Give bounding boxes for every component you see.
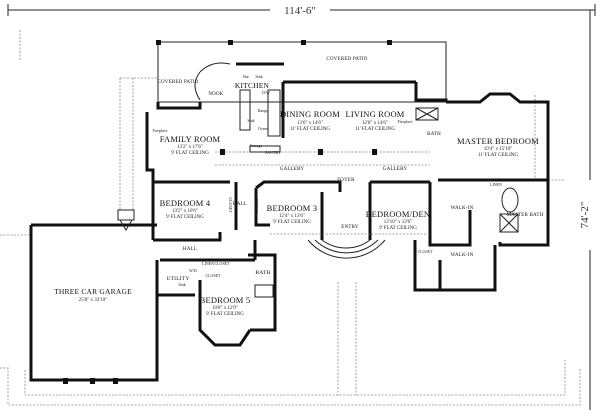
bedroom-den-ceiling: 9' FLAT CEILING (379, 226, 417, 231)
bedroom-den-label: BEDROOM/DEN (366, 209, 431, 219)
master-bath-label: MASTER BATH (507, 213, 544, 218)
living-room-size: 12'8" x 14'6" (362, 121, 388, 126)
bedroom-den-closet: CLOSET (417, 249, 433, 254)
master-linen-label: LINEN (490, 182, 502, 187)
hall-lower-label: HALL (183, 247, 197, 252)
family-room-size: 13'2" x 17'6" (177, 145, 203, 150)
living-room: LIVING ROOM 12'8" x 14'6" 11' FLAT CEILI… (345, 109, 412, 132)
living-room-ceiling: 11' FLAT CEILING (355, 127, 395, 132)
dimension-width (7, 4, 596, 16)
bath-2-label: BATH (255, 270, 270, 276)
walk-in-2-label: WALK-IN (451, 253, 474, 258)
master-bedroom-label: MASTER BEDROOM (457, 136, 539, 146)
master-bedroom: MASTER BEDROOM 19'4" x 15'10" 11' FLAT C… (457, 136, 539, 158)
dining-room-ceiling: 11' FLAT CEILING (290, 127, 330, 132)
bedroom-3-closet: CLOSET (254, 198, 259, 214)
nook-label: NOOK (208, 92, 223, 97)
kitchen-label: KITCHEN (235, 81, 270, 90)
kitchen-island-sink-label: Sink (247, 118, 254, 123)
family-room-fireplace: Fireplace (153, 128, 168, 133)
utility-wd-label: W/D (189, 268, 197, 273)
kitchen-sink-label: Sink (255, 74, 262, 79)
covered-patio-outline (156, 40, 447, 103)
bedroom-den: BEDROOM/DEN 13'10" x 13'6" 9' FLAT CEILI… (366, 209, 433, 254)
gallery-left-label: GALLERY (280, 167, 305, 172)
kitchen-bar-label: Bar (243, 74, 249, 79)
utility-sink-label: Sink (178, 282, 185, 287)
gallery-right-label: GALLERY (383, 167, 408, 172)
bedroom-3-size: 12'4" x 13'6" (279, 214, 305, 219)
bedroom-3-label: BEDROOM 3 (267, 203, 318, 213)
garage-label: THREE CAR GARAGE (54, 287, 132, 296)
utility-label: UTILITY (166, 276, 189, 282)
bedroom-5-label: BEDROOM 5 (200, 295, 251, 305)
bedroom-5-size: 10'8" x 12'0" (212, 306, 238, 311)
bath-1-label: BATH (427, 132, 441, 137)
dining-room-size: 13'0" x 14'6" (297, 121, 323, 126)
bedroom-4-size: 13'2" x 10'6" (172, 209, 198, 214)
bedroom-5: BEDROOM 5 10'8" x 12'0" 9' FLAT CEILING (200, 295, 251, 317)
kitchen-ovens-label: Ovens (258, 126, 269, 131)
entry-label: ENTRY (341, 225, 359, 230)
master-bedroom-ceiling: 11' FLAT CEILING (478, 153, 518, 158)
covered-patio-left-label: COVERED PATIO (157, 80, 198, 85)
closet-a-label: CLOSET (214, 261, 230, 266)
dining-room-label: DINING ROOM (280, 109, 340, 119)
bedroom-5-ceiling: 9' FLAT CEILING (206, 312, 244, 317)
kitchen-range-label: Range (258, 108, 268, 113)
foyer-label: FOYER (337, 178, 355, 183)
dining-room: DINING ROOM 13'0" x 14'6" 11' FLAT CEILI… (280, 109, 340, 132)
utility: UTILITY W/D Sink (166, 268, 197, 287)
interior-details (63, 89, 519, 384)
bedroom-4-closet: CLOSET (228, 197, 233, 213)
master-bedroom-size: 19'4" x 15'10" (484, 147, 512, 152)
garage-size: 25'8" x 33'10" (79, 298, 107, 303)
walk-in-1-label: WALK-IN (451, 206, 474, 211)
living-room-label: LIVING ROOM (345, 109, 404, 119)
closet-b-label: CLOSET (205, 273, 221, 278)
bedroom-den-size: 13'10" x 13'6" (384, 220, 412, 225)
family-room: FAMILY ROOM 13'2" x 17'6" 9' FLAT CEILIN… (153, 128, 221, 156)
bedroom-4-ceiling: 9' FLAT CEILING (166, 215, 204, 220)
exterior-walls (29, 62, 550, 382)
hall-upper-label: HALL (233, 202, 247, 207)
bedroom-3: BEDROOM 3 12'4" x 13'6" 9' FLAT CEILING … (254, 198, 317, 225)
dimension-depth-label: 74'-2" (579, 202, 591, 229)
linen-label: LINEN (202, 261, 214, 266)
pantry-label: PANTRY (265, 150, 281, 155)
living-room-fireplace: Fireplace (398, 119, 413, 124)
dimension-width-label: 114'-6" (284, 5, 316, 17)
bedroom-3-ceiling: 9' FLAT CEILING (273, 220, 311, 225)
storage-label: Storage (250, 143, 262, 148)
covered-patio-top-label: COVERED PATIO (326, 57, 367, 62)
family-room-label: FAMILY ROOM (160, 134, 221, 144)
bedroom-4-label: BEDROOM 4 (160, 198, 211, 208)
bedroom-4: BEDROOM 4 13'2" x 10'6" 9' FLAT CEILING … (160, 197, 233, 220)
garage: THREE CAR GARAGE 25'8" x 33'10" (54, 287, 132, 303)
kitchen-dw-label: D/W (262, 90, 270, 95)
family-room-ceiling: 9' FLAT CEILING (171, 151, 209, 156)
